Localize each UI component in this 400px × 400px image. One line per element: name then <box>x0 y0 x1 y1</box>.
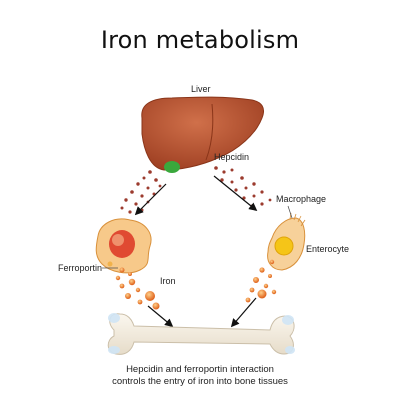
iron-label: Iron <box>160 276 176 286</box>
caption-line-1: Hepcidin and ferroportin interaction <box>126 364 274 375</box>
diagram-title: Iron metabolism <box>100 26 300 54</box>
hepcidin-dots-left <box>120 170 162 214</box>
hepcidin-dots-right <box>214 166 272 208</box>
arrow-macrophage-to-bone <box>147 305 174 328</box>
caption-line-2: controls the entry of iron into bone tis… <box>112 376 288 387</box>
ferroportin-label: Ferroportin <box>58 263 103 273</box>
gallbladder-icon <box>164 161 180 173</box>
arrow-liver-to-enterocyte <box>213 175 258 212</box>
liver-label: Liver <box>191 84 211 94</box>
macrophage-label: Macrophage <box>276 194 327 204</box>
iron-dots-right <box>245 259 277 303</box>
enterocyte-cell <box>267 212 306 271</box>
arrow-enterocyte-to-bone <box>230 297 257 328</box>
iron-dots-left <box>115 267 160 310</box>
arrow-liver-to-macrophage <box>134 183 167 216</box>
enterocyte-label: Enterocyte <box>306 244 350 254</box>
macrophage-pointer <box>287 205 293 219</box>
liver-organ <box>141 96 265 173</box>
macrophage-cell-left <box>95 218 152 274</box>
bone-illustration <box>107 313 295 355</box>
hepcidin-label: Hepcidin <box>214 152 250 162</box>
